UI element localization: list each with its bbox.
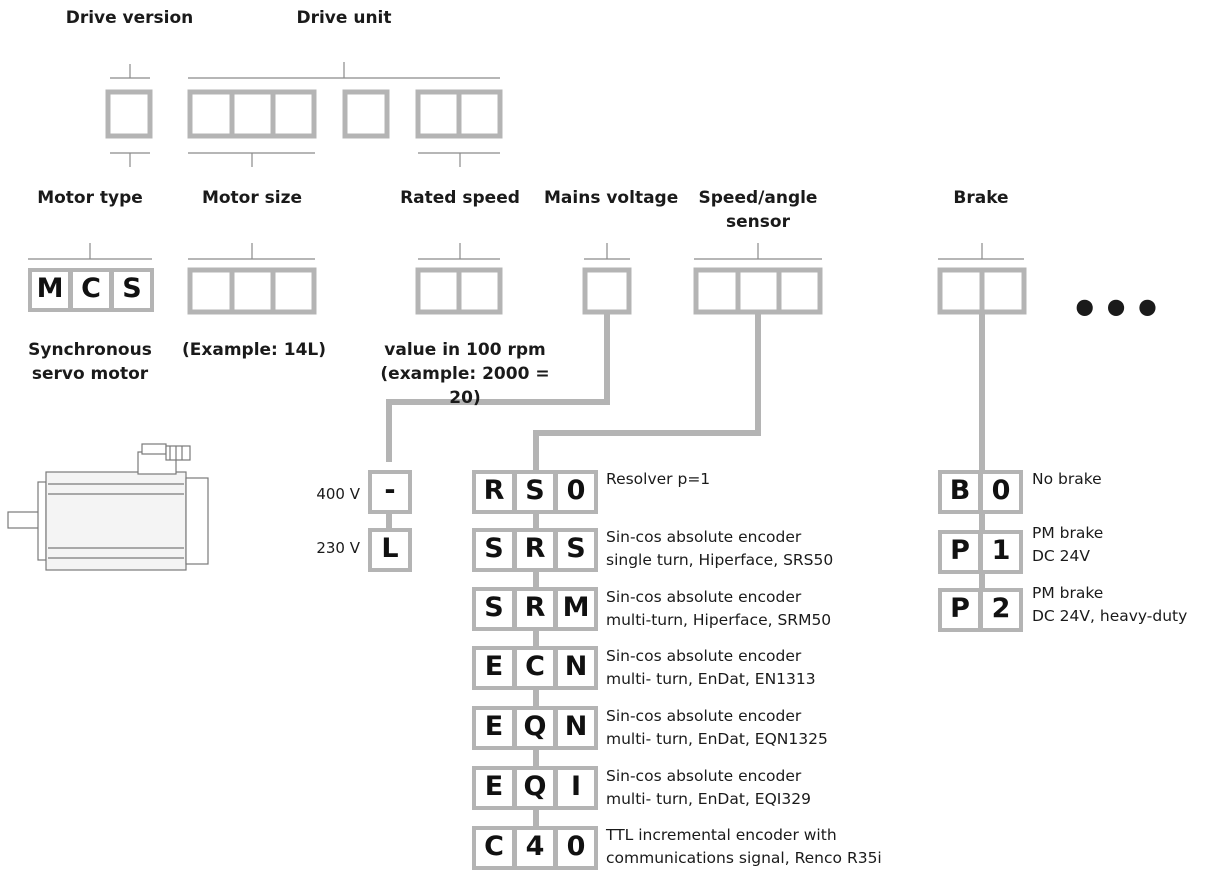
- sensor-code-char: E: [472, 706, 516, 750]
- motor-type-code-c: C: [69, 268, 113, 312]
- sensor-description: Sin-cos absolute encoder multi- turn, En…: [606, 767, 811, 808]
- motor-type-code-s: S: [110, 268, 154, 312]
- voltage-400-label: 400 V: [316, 485, 360, 503]
- header-drive-unit: Drive unit: [296, 8, 392, 28]
- header-motor-type: Motor type: [37, 188, 143, 208]
- sensor-code-char: 0: [554, 826, 598, 870]
- brake-description: PM brake DC 24V: [1032, 524, 1104, 565]
- brake-code-char: 2: [979, 588, 1023, 632]
- brake-code-char: B: [938, 470, 982, 514]
- sensor-code-char: S: [554, 528, 598, 572]
- sensor-code-char: C: [513, 646, 557, 690]
- brake-code-char: P: [938, 588, 982, 632]
- sensor-description: Sin-cos absolute encoder multi-turn, Hip…: [606, 588, 832, 629]
- sensor-code-char: E: [472, 766, 516, 810]
- sensor-code-char: 4: [513, 826, 557, 870]
- brake-code-char: P: [938, 530, 982, 574]
- sensor-code-char: R: [513, 587, 557, 631]
- note-rated-speed: value in 100 rpm (example: 2000 = 20): [380, 340, 550, 408]
- sensor-code-char: Q: [513, 706, 557, 750]
- sensor-description: Sin-cos absolute encoder multi- turn, En…: [606, 707, 828, 748]
- voltage-400-code: -: [368, 470, 412, 514]
- sensor-code-char: M: [554, 587, 598, 631]
- header-mains-voltage: Mains voltage: [544, 188, 679, 208]
- motor-type-code-m: M: [28, 268, 72, 312]
- sensor-code-char: I: [554, 766, 598, 810]
- note-motor-size: (Example: 14L): [182, 340, 327, 360]
- voltage-230-label: 230 V: [316, 539, 360, 557]
- sensor-description: Resolver p=1: [606, 470, 711, 488]
- sensor-code-char: R: [472, 470, 516, 514]
- header-drive-version: Drive version: [65, 8, 194, 28]
- sensor-code-char: S: [472, 587, 516, 631]
- brake-description: PM brake DC 24V, heavy-duty: [1032, 584, 1188, 625]
- sensor-code-char: 0: [554, 470, 598, 514]
- header-speed-sensor: Speed/angle sensor: [698, 188, 818, 232]
- sensor-code-char: E: [472, 646, 516, 690]
- sensor-code-char: N: [554, 646, 598, 690]
- header-brake: Brake: [953, 188, 1009, 208]
- voltage-230-code: L: [368, 528, 412, 572]
- brake-code-char: 0: [979, 470, 1023, 514]
- sensor-description: Sin-cos absolute encoder single turn, Hi…: [606, 528, 834, 569]
- sensor-description: TTL incremental encoder with communicati…: [606, 826, 882, 867]
- sensor-code-char: S: [472, 528, 516, 572]
- sensor-description: Sin-cos absolute encoder multi- turn, En…: [606, 647, 816, 688]
- continuation-dots: •••: [1070, 282, 1165, 336]
- sensor-code-char: S: [513, 470, 557, 514]
- header-rated-speed: Rated speed: [400, 188, 520, 208]
- sensor-code-char: N: [554, 706, 598, 750]
- header-motor-size: Motor size: [201, 188, 303, 208]
- servo-motor-icon: [7, 443, 209, 571]
- sensor-code-char: Q: [513, 766, 557, 810]
- brake-code-char: 1: [979, 530, 1023, 574]
- brake-description: No brake: [1032, 470, 1102, 488]
- note-motor-type: Synchronous servo motor: [28, 340, 152, 384]
- sensor-code-char: C: [472, 826, 516, 870]
- sensor-code-char: R: [513, 528, 557, 572]
